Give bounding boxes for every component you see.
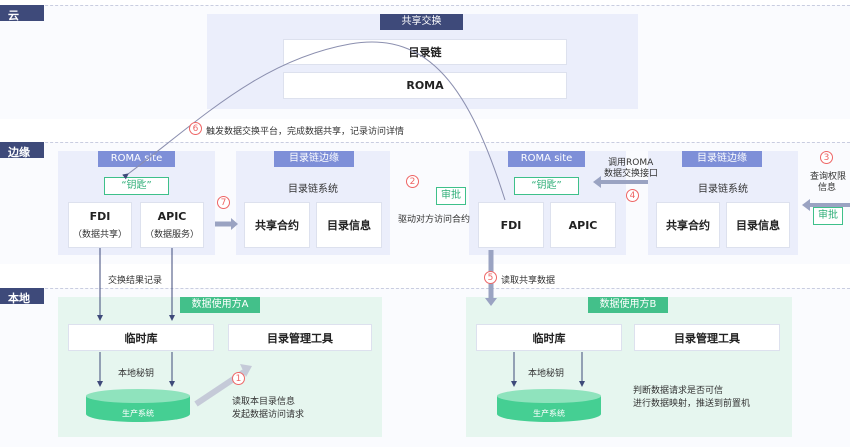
step-1-marker: 1 — [232, 372, 245, 385]
exchange-log-text: 交换结果记录 — [108, 276, 163, 286]
catalog-system-right-title: 目录链系统 — [698, 184, 748, 195]
step-5-text: 读取共享数据 — [501, 276, 556, 286]
apic-left-label: APIC — [157, 210, 187, 223]
apic-right-box: APIC — [550, 202, 616, 248]
judge-line1: 判断数据请求是否可信 — [633, 386, 724, 396]
fdi-right-box: FDI — [478, 202, 544, 248]
step-2-text: 驱动对方访问合约 — [398, 215, 471, 225]
key-left: “钥匙” — [104, 177, 169, 195]
catalog-info-right-box: 目录信息 — [726, 202, 790, 248]
temp-db-b-box: 临时库 — [476, 324, 622, 351]
roma-site-right-header: ROMA site — [508, 151, 585, 167]
fdi-left-box: FDI （数据共享） — [68, 202, 132, 248]
prod-db-a-top — [86, 389, 190, 403]
cloud-layer-tag: 云 — [0, 5, 44, 22]
step-3-marker: 3 — [820, 151, 833, 164]
roma-site-left-header: ROMA site — [98, 151, 175, 167]
local-key-b-label: 本地秘钥 — [528, 369, 565, 379]
step-4-line1: 调用ROMA — [608, 158, 654, 168]
step-2-marker: 2 — [406, 175, 419, 188]
contract-right-box: 共享合约 — [656, 202, 720, 248]
approve-right: 审批 — [813, 207, 843, 225]
catalog-edge-left-header: 目录链边缘 — [274, 151, 354, 167]
fdi-left-sub: （数据共享） — [72, 230, 127, 240]
approve-left: 审批 — [436, 187, 466, 205]
roma-box: ROMA — [283, 72, 567, 99]
prod-db-b-top — [497, 389, 601, 403]
judge-line2: 进行数据映射，推送到前置机 — [633, 399, 751, 409]
fdi-left-label: FDI — [89, 210, 111, 223]
catalog-info-left-box: 目录信息 — [316, 202, 382, 248]
step-6-text: 触发数据交换平台，完成数据共享，记录访问详情 — [206, 127, 405, 137]
local-key-a-label: 本地秘钥 — [118, 369, 155, 379]
step-4-line2: 数据交换接口 — [604, 169, 659, 179]
curve-exchange-arrow — [122, 41, 506, 201]
contract-left-box: 共享合约 — [244, 202, 310, 248]
apic-left-sub: （数据服务） — [144, 230, 199, 240]
step-3-line2: 信息 — [818, 183, 837, 193]
prod-db-b-label: 生产系统 — [533, 409, 565, 418]
step-3-line1: 查询权限 — [810, 172, 847, 182]
step-1-line2: 发起数据访问请求 — [232, 410, 305, 420]
step-4-marker: 4 — [626, 189, 639, 202]
apic-left-box: APIC （数据服务） — [140, 202, 204, 248]
data-user-b-header: 数据使用方B — [588, 297, 668, 313]
catalog-tool-b-box: 目录管理工具 — [634, 324, 780, 351]
data-user-a-header: 数据使用方A — [180, 297, 260, 313]
step-5-marker: 5 — [484, 271, 497, 284]
catalog-chain-box: 目录链 — [283, 39, 567, 65]
edge-layer-tag: 边缘 — [0, 142, 44, 159]
catalog-system-left-title: 目录链系统 — [288, 184, 338, 195]
key-right: “钥匙” — [514, 177, 579, 195]
catalog-tool-a-box: 目录管理工具 — [228, 324, 372, 351]
catalog-edge-right-header: 目录链边缘 — [682, 151, 762, 167]
step-6-marker: 6 — [189, 122, 202, 135]
shared-exchange-header: 共享交换 — [380, 14, 463, 30]
step-7-marker: 7 — [217, 196, 230, 209]
temp-db-a-box: 临时库 — [68, 324, 214, 351]
prod-db-a-label: 生产系统 — [122, 409, 154, 418]
step-1-line1: 读取本目录信息 — [232, 397, 296, 407]
local-layer-tag: 本地 — [0, 288, 44, 305]
